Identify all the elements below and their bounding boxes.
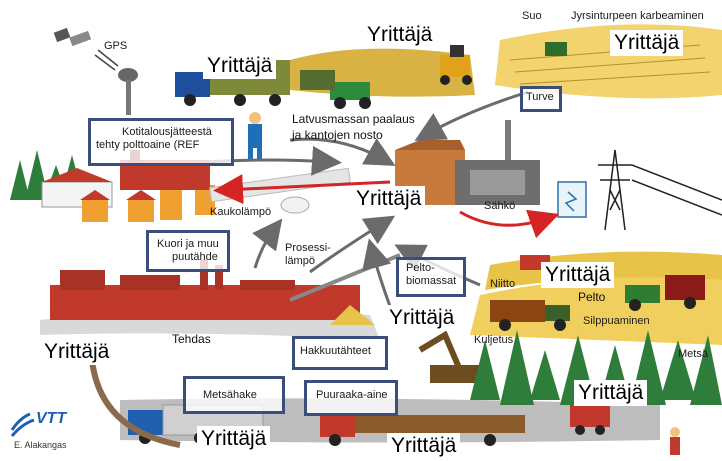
houses [41,168,215,222]
kuori-box-line1: Kuori ja muu [157,238,219,250]
peltobiomassat-box-line1: Pelto- [406,262,435,274]
turve-box-text: Turve [526,91,554,103]
latvus-label-line2: ja kantojen nosto [292,128,383,142]
prosessi-label-line2: lämpö [285,255,315,267]
peat-harvester [440,45,472,85]
field-tractors [490,255,705,331]
tehdas-label: Tehdas [172,332,211,346]
entrepreneur-label-logging-truck: Yrittäjä [203,53,277,79]
peltobiomassat-box: Pelto- biomassat [396,257,466,297]
kuljetus-label: Kuljetus [474,334,514,346]
kaukolampo-label: Kaukolämpö [210,206,272,218]
ref-box-line2: tehty polttoaine (REF [96,139,200,151]
electric-substation [557,181,587,218]
ref-box: Kotitalousjätteestä tehty polttoaine (RE… [88,118,234,166]
silppuaminen-label: Silppuaminen [583,315,650,327]
hakkuutahteet-box-text: Hakkuutähteet [300,345,371,357]
gps-label: GPS [104,40,128,52]
suo-label: Suo [522,10,542,22]
kuori-box-line2: puutähde [172,251,218,263]
puuraaka-aine-box-text: Puuraaka-aine [316,389,388,401]
credit-label: E. Alakangas [14,440,67,450]
turve-box: Turve [520,86,562,112]
entrepreneur-label-chip-truck: Yrittäjä [197,426,271,452]
vtt-logo-text: VTT [36,410,67,427]
factory [50,253,401,325]
sahko-label: Sähkö [484,200,516,212]
power-pylon-icon [598,149,722,231]
entrepreneur-label-transport: Yrittäjä [385,305,459,331]
peltobiomassat-box-line2: biomassat [406,275,457,287]
jyrsinturpeen-label: Jyrsinturpeen karbeaminen [571,10,704,22]
harvester-bottom-right [570,405,610,435]
entrepreneur-label-peat: Yrittäjä [610,30,684,56]
metsahake-box-text: Metsähake [203,389,257,401]
metsahake-box: Metsähake [183,376,285,414]
latvus-label-line1: Latvusmassan paalaus [292,112,415,126]
entrepreneur-label-harvesting: Yrittäjä [363,22,437,48]
timber-truck-bottom [320,415,525,446]
vtt-logo [10,412,35,437]
district-heating-pipe [209,167,351,214]
entrepreneur-label-field: Yrittäjä [541,262,615,288]
puuraaka-aine-box: Puuraaka-aine [304,380,398,416]
entrepreneur-label-forest: Yrittäjä [574,380,648,406]
entrepreneur-label-factory: Yrittäjä [40,339,114,365]
niitto-label: Niitto [490,278,516,290]
forest-worker [670,427,680,455]
hakkuutahteet-box: Hakkuutähteet [292,336,388,370]
forwarder-top [300,70,371,109]
kuori-box: Kuori ja muu puutähde [146,230,230,272]
pelto-label: Pelto [578,290,606,304]
chip-loader [418,330,480,383]
timber-truck-top [175,60,290,106]
gps-satellite-icon [53,27,138,115]
ref-box-line1: Kotitalousjätteestä [122,126,212,138]
entrepreneur-label-power-plant: Yrittäjä [352,186,426,212]
prosessi-label-line1: Prosessi- [285,242,331,254]
entrepreneur-label-timber-truck: Yrittäjä [387,433,461,459]
flow-arrows [89,90,560,448]
worker-figure [248,112,262,160]
metsa-label: Metsä [678,348,708,360]
peat-field-lines [509,42,711,85]
